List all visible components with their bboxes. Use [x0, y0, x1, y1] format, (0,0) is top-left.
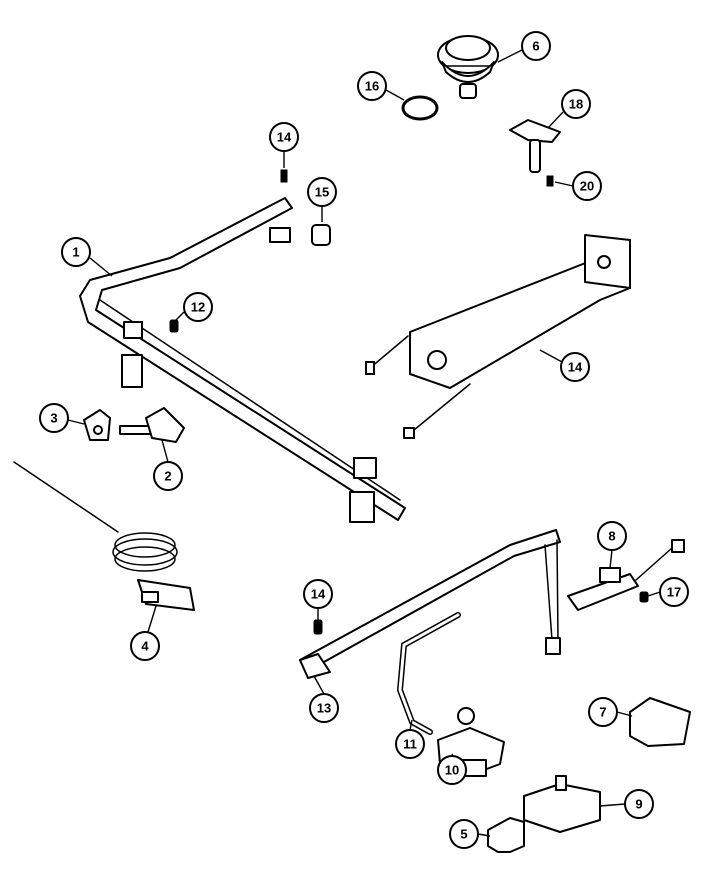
callout-3: 3	[39, 403, 69, 433]
part-screw-20	[546, 175, 554, 187]
part-switch-harness	[567, 539, 685, 611]
part-valve-bar	[299, 529, 561, 679]
callout-18: 17	[659, 577, 689, 607]
callout-17: 16	[357, 71, 387, 101]
callout-7: 7	[588, 697, 618, 727]
part-clip-3	[83, 409, 111, 441]
part-tube	[396, 612, 461, 735]
part-screw-18	[639, 591, 649, 603]
part-nut-16	[311, 224, 331, 246]
callout-label-11: 11	[403, 737, 417, 752]
callout-label-16: 15	[315, 185, 329, 200]
callout-label-8: 8	[608, 529, 615, 544]
callout-6: 6	[521, 31, 551, 61]
part-spark-module	[629, 697, 691, 747]
callout-4: 4	[130, 631, 160, 661]
callout-label-4: 4	[141, 639, 149, 654]
callout-label-14-top: 14	[277, 130, 292, 145]
part-bracket-5	[487, 817, 525, 853]
callout-14-top: 14	[269, 122, 299, 152]
part-burner-cap	[437, 35, 499, 99]
part-screw-14-top	[280, 169, 288, 183]
callout-5: 5	[449, 819, 479, 849]
part-burner-assembly	[365, 234, 631, 439]
callout-20: 20	[572, 171, 602, 201]
part-screw-14-lower	[313, 619, 323, 635]
part-thermostat	[13, 461, 195, 611]
callout-label-3: 3	[50, 411, 57, 426]
callout-label-12: 12	[191, 300, 205, 315]
callout-label-15: 14	[568, 360, 583, 375]
callout-label-14-lower: 14	[311, 587, 326, 602]
callout-9: 9	[624, 789, 654, 819]
callout-15: 14	[560, 352, 590, 382]
callout-label-2: 2	[164, 469, 171, 484]
callout-12: 12	[183, 292, 213, 322]
callout-label-17: 16	[365, 79, 379, 94]
callout-11: 11	[395, 729, 425, 759]
part-o-ring	[401, 95, 439, 121]
callout-1: 1	[61, 237, 91, 267]
leader-lines	[67, 49, 661, 837]
part-screw-12	[169, 319, 179, 333]
callout-label-7: 7	[599, 705, 606, 720]
part-bracket	[509, 119, 561, 173]
part-valve-mount	[119, 407, 185, 443]
callout-13: 13	[309, 693, 339, 723]
callout-label-18: 17	[667, 585, 681, 600]
part-manifold-frame	[79, 197, 406, 523]
callout-label-19: 18	[569, 97, 583, 112]
callout-label-20: 20	[580, 179, 594, 194]
callout-19: 18	[561, 89, 591, 119]
callout-label-10: 10	[445, 763, 459, 778]
callout-label-1: 1	[72, 245, 79, 260]
callout-10: 10	[437, 755, 467, 785]
callout-label-5: 5	[460, 827, 467, 842]
callout-8: 8	[597, 521, 627, 551]
callout-label-13: 13	[317, 701, 331, 716]
callout-14-lower: 14	[303, 579, 333, 609]
part-ignitor-module	[523, 775, 601, 833]
callout-label-6: 6	[532, 39, 539, 54]
callout-2: 2	[153, 461, 183, 491]
callout-16: 15	[307, 177, 337, 207]
callout-label-9: 9	[635, 797, 642, 812]
